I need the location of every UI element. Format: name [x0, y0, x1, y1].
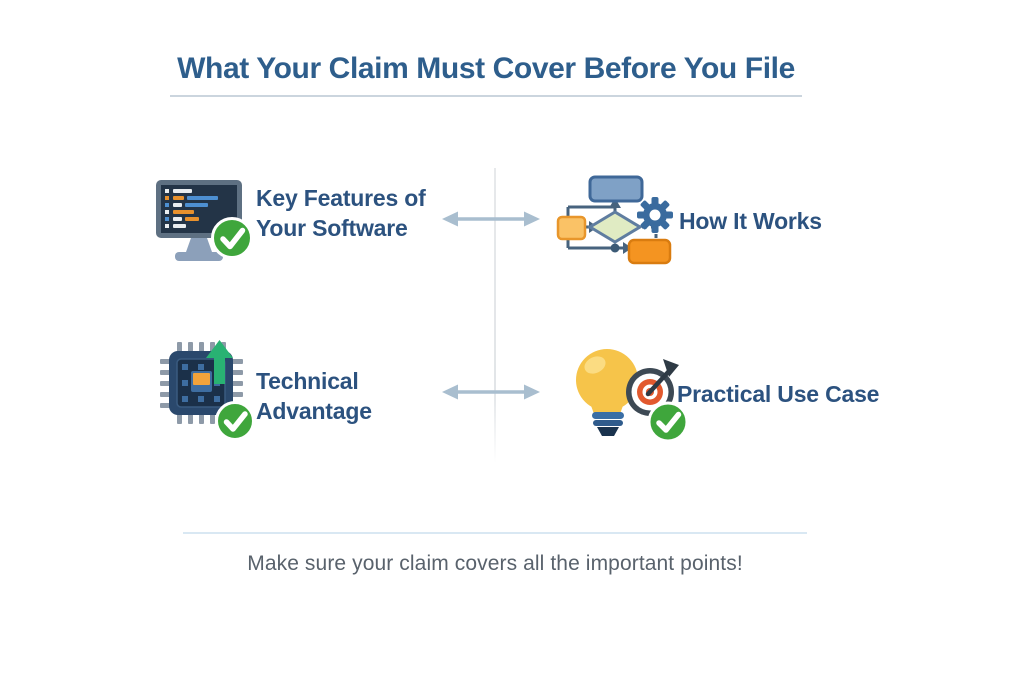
check-icon — [647, 401, 689, 443]
footer-divider — [183, 532, 807, 534]
quadrant-label-how-it-works: How It Works — [679, 208, 822, 234]
double-arrow-icon-top — [441, 206, 541, 232]
quadrant-label-key-features: Key Features of Your Software — [256, 185, 426, 241]
title-underline — [170, 95, 802, 97]
double-arrow-icon-bottom — [441, 379, 541, 405]
lightbulb-icon — [576, 349, 638, 436]
quadrant-label-practical-use-case: Practical Use Case — [677, 381, 880, 407]
up-arrow-icon — [206, 340, 233, 384]
chip-up-arrow-check-icon — [158, 338, 258, 447]
footer-caption: Make sure your claim covers all the impo… — [247, 552, 743, 575]
flowchart-gear-icon — [553, 163, 679, 292]
lightbulb-target-check-icon — [562, 338, 690, 461]
check-icon — [211, 217, 253, 259]
check-icon — [215, 401, 255, 441]
gear-icon — [637, 197, 673, 233]
quadrant-label-technical-advantage: Technical Advantage — [256, 368, 372, 424]
page-title: What Your Claim Must Cover Before You Fi… — [177, 52, 795, 85]
monitor-code-check-icon — [148, 172, 254, 271]
vertical-divider — [494, 168, 496, 463]
